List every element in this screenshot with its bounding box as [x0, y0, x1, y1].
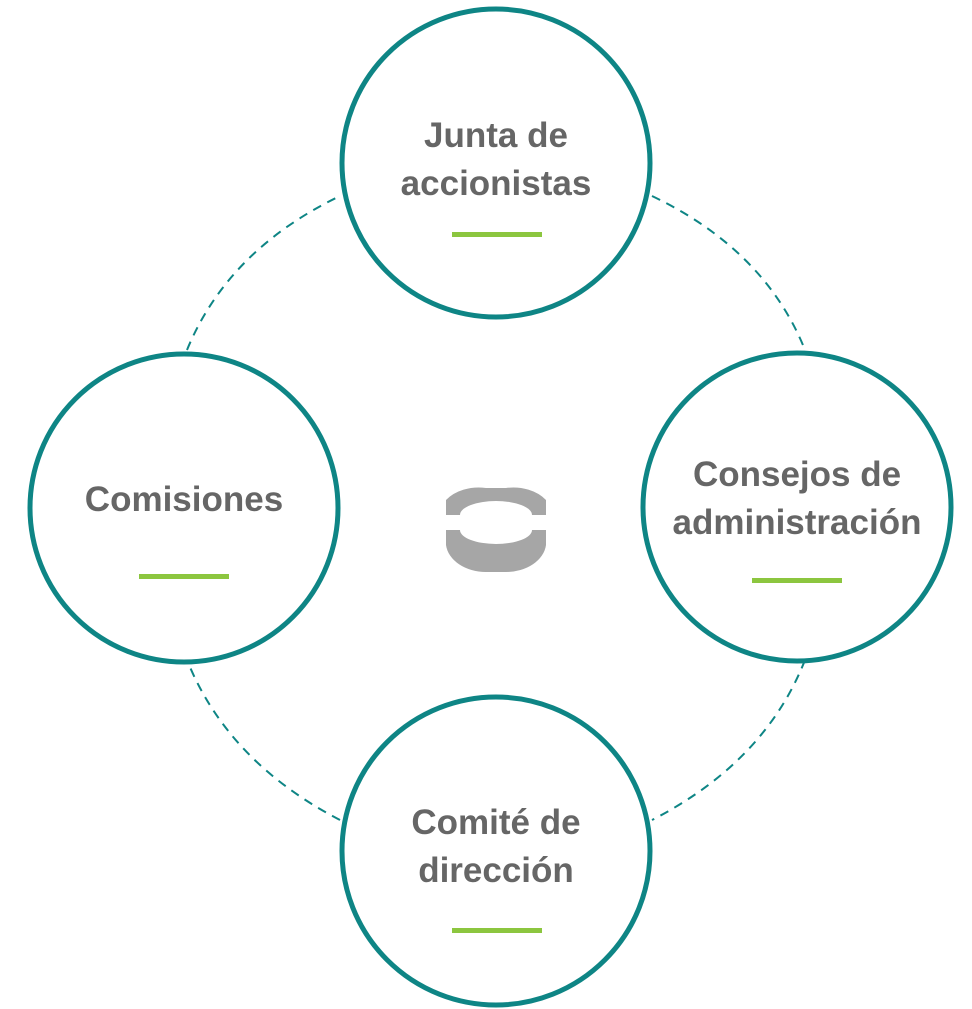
logo-bottom-half: [446, 530, 546, 573]
node-consejos-de-administracion: Consejos de administración: [640, 350, 954, 664]
accent-bar: [752, 578, 842, 583]
node-junta-de-accionistas: Junta de accionistas: [339, 6, 653, 320]
company-logo-icon: [446, 487, 546, 573]
node-circle: [339, 6, 653, 320]
node-circle: [27, 351, 341, 665]
node-label-line-1: Comisiones: [85, 480, 283, 519]
node-label-line-1: Junta de: [424, 116, 568, 155]
accent-bar: [139, 574, 229, 579]
logo-top-half: [446, 487, 546, 515]
node-circle: [640, 350, 954, 664]
node-comisiones: Comisiones: [27, 351, 341, 665]
node-comite-de-direccion: Comité de dirección: [339, 694, 653, 1008]
connector-consejos-comite: [651, 659, 806, 821]
connector-comisiones-junta: [186, 195, 341, 351]
node-label-line-2: accionistas: [401, 164, 592, 203]
node-label-line-1: Comité de: [411, 803, 580, 842]
accent-bar: [452, 232, 542, 237]
node-circle: [339, 694, 653, 1008]
accent-bar: [452, 928, 542, 933]
connector-junta-consejos: [651, 195, 806, 351]
connectors: [186, 195, 806, 821]
connector-comite-comisiones: [186, 659, 341, 821]
node-label-line-2: dirección: [418, 851, 574, 890]
node-label-line-1: Consejos de: [693, 455, 901, 494]
node-label-line-2: administración: [673, 503, 922, 542]
